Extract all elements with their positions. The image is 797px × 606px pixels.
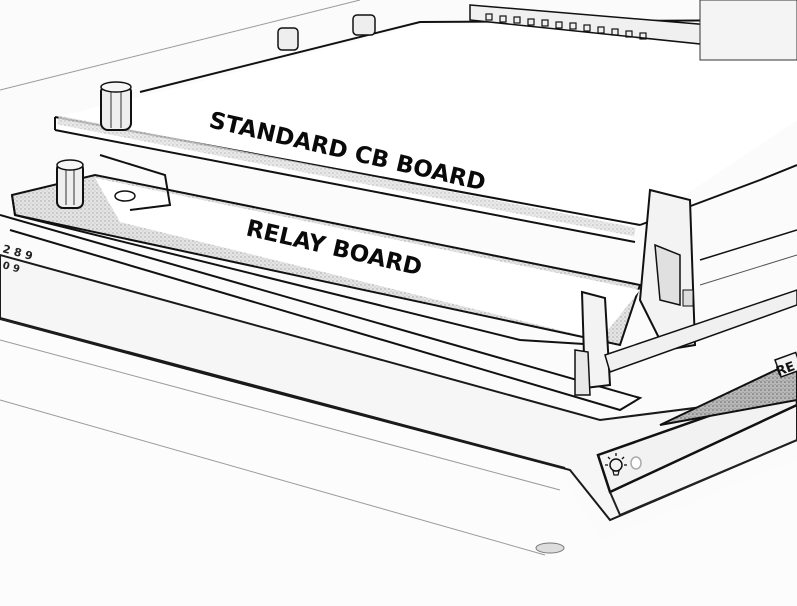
background-edge [0,0,361,91]
standoff-left-upper [100,81,132,131]
side-rail [604,289,797,373]
board-bracket [99,154,172,211]
light-bulb-icon [605,453,627,476]
rear-connector [469,0,797,61]
svg-text:0 9: 0 9 [1,260,21,275]
indicator-led [630,456,642,470]
card-clip-rear [638,188,697,352]
brand-badge: RE [774,351,797,380]
base-enclosure [0,253,797,606]
base-inlay [0,214,643,412]
standoff-rear [277,14,376,51]
card-clip-front [574,290,612,396]
standoff-left-lower [56,159,84,209]
panel-wedge [659,358,797,426]
brand-badge-text: RE [774,359,797,380]
relay-board: RELAY BOARD [10,154,642,347]
